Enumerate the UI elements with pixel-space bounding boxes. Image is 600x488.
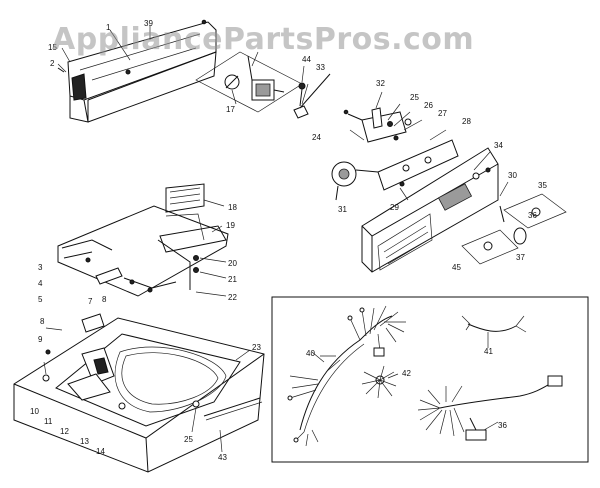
callout-13: 13 [80,437,89,446]
callout-1: 1 [106,23,111,32]
switch-bracket [343,107,412,143]
callout-36-small-box: 36 [528,211,537,220]
callout-5: 5 [38,295,43,304]
callout-25-lower: 25 [184,435,193,444]
callout-20: 20 [228,259,237,268]
control-mount-plate [331,139,459,201]
leader-lines [43,26,509,453]
callout-37: 37 [516,253,525,262]
callout-11: 11 [44,417,53,426]
callout-3: 3 [38,263,43,272]
top-lid [57,183,229,297]
small-parts [461,193,567,265]
callout-28: 28 [462,117,471,126]
callout-32: 32 [376,79,385,88]
callout-21: 21 [228,275,237,284]
callout-17: 17 [226,105,235,114]
callout-41: 41 [484,347,493,356]
callout-9: 9 [38,335,43,344]
callout-7: 7 [88,297,93,306]
callout-40: 40 [306,349,315,358]
callout-29: 29 [390,203,399,212]
callout-25: 25 [410,93,419,102]
callout-33: 33 [316,63,325,72]
washer-top [13,313,265,473]
callout-30: 30 [508,171,517,180]
harness-inset-box [271,296,589,463]
callout-36-harness: 36 [498,421,507,430]
callout-12: 12 [60,427,69,436]
callout-labels: 1 2 3 4 5 7 8 8 9 10 11 12 13 14 15 17 1… [30,19,547,462]
callout-24: 24 [312,133,321,142]
callout-19: 19 [226,221,235,230]
callout-4: 4 [38,279,43,288]
callout-10: 10 [30,407,39,416]
callout-23: 23 [252,343,261,352]
wire-harness-41 [461,315,527,333]
console-cover [57,19,217,123]
callout-44: 44 [302,55,311,64]
knob-parts [293,73,331,119]
callout-45: 45 [452,263,461,272]
callout-14: 14 [96,447,105,456]
watermark-text: AppliancePartsPros.com [52,22,475,57]
wire-harness-42 [361,365,397,399]
callout-18: 18 [228,203,237,212]
console-rear-panel [361,147,499,273]
callout-8-lower: 8 [40,317,45,326]
callout-39: 39 [144,19,153,28]
lid-hinge-parts [61,239,199,293]
callout-35: 35 [538,181,547,190]
callout-26: 26 [424,101,433,110]
callout-22: 22 [228,293,237,302]
timer-assembly [195,51,303,113]
callout-8: 8 [102,295,107,304]
wire-harness-36 [417,375,563,441]
callout-27: 27 [438,109,447,118]
wire-harness-40 [287,305,406,447]
callout-15: 15 [48,43,57,52]
callout-42: 42 [402,369,411,378]
callout-43: 43 [218,453,227,462]
callout-31: 31 [338,205,347,214]
callout-34: 34 [494,141,503,150]
callout-2: 2 [50,59,55,68]
